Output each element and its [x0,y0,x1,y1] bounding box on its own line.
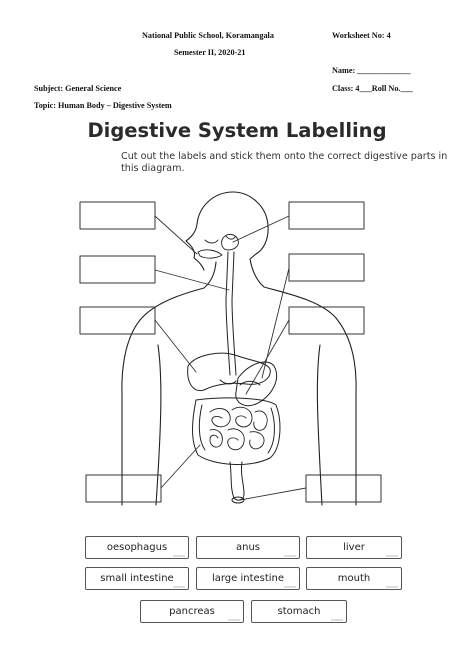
label-card-large-intestine: large intestine [196,567,300,590]
label-card-small-intestine: small intestine [85,567,189,590]
header-class-roll: Class: 4___Roll No.___ [332,84,413,93]
label-text: liver [343,542,365,553]
stomach-and-liver [187,352,278,407]
watermark-icon [173,586,185,588]
activity-instructions: Cut out the labels and stick them onto t… [121,151,448,175]
large-intestine [192,397,281,465]
label-text: stomach [277,606,321,617]
label-card-pancreas: pancreas [140,600,244,623]
header-topic: Topic: Human Body – Digestive System [34,101,172,110]
header-semester: Semester II, 2020-21 [174,48,246,57]
header-school: National Public School, Koramangala [142,31,274,40]
activity-title: Digestive System Labelling [87,119,387,142]
label-text: oesophagus [106,542,168,553]
small-intestine [209,406,268,451]
label-card-liver: liver [306,536,402,559]
oesophagus [225,251,237,376]
label-card-stomach: stomach [251,600,347,623]
label-text: pancreas [169,606,215,617]
watermark-icon [386,555,398,557]
watermark-icon [331,619,343,621]
pointer-lines [154,215,307,501]
label-card-mouth: mouth [306,567,402,590]
label-card-anus: anus [196,536,300,559]
label-text: large intestine [211,573,285,584]
instruction-line-2: this diagram. [121,163,185,174]
label-text: anus [235,542,260,553]
digestive-system-diagram [79,191,382,506]
instruction-line-1: Cut out the labels and stick them onto t… [121,151,448,162]
label-text: mouth [337,573,371,584]
mouth-and-salivary [197,233,239,259]
watermark-icon [173,555,185,557]
header-worksheet-number: Worksheet No: 4 [332,31,391,40]
label-text: small intestine [100,573,174,584]
label-card-oesophagus: oesophagus [85,536,189,559]
watermark-icon [284,555,296,557]
header-name-field: Name: _____________ [332,66,411,75]
watermark-icon [228,619,240,621]
watermark-icon [284,586,296,588]
header-subject: Subject: General Science [34,84,122,93]
rectum-and-anus [229,461,245,504]
watermark-icon [386,586,398,588]
